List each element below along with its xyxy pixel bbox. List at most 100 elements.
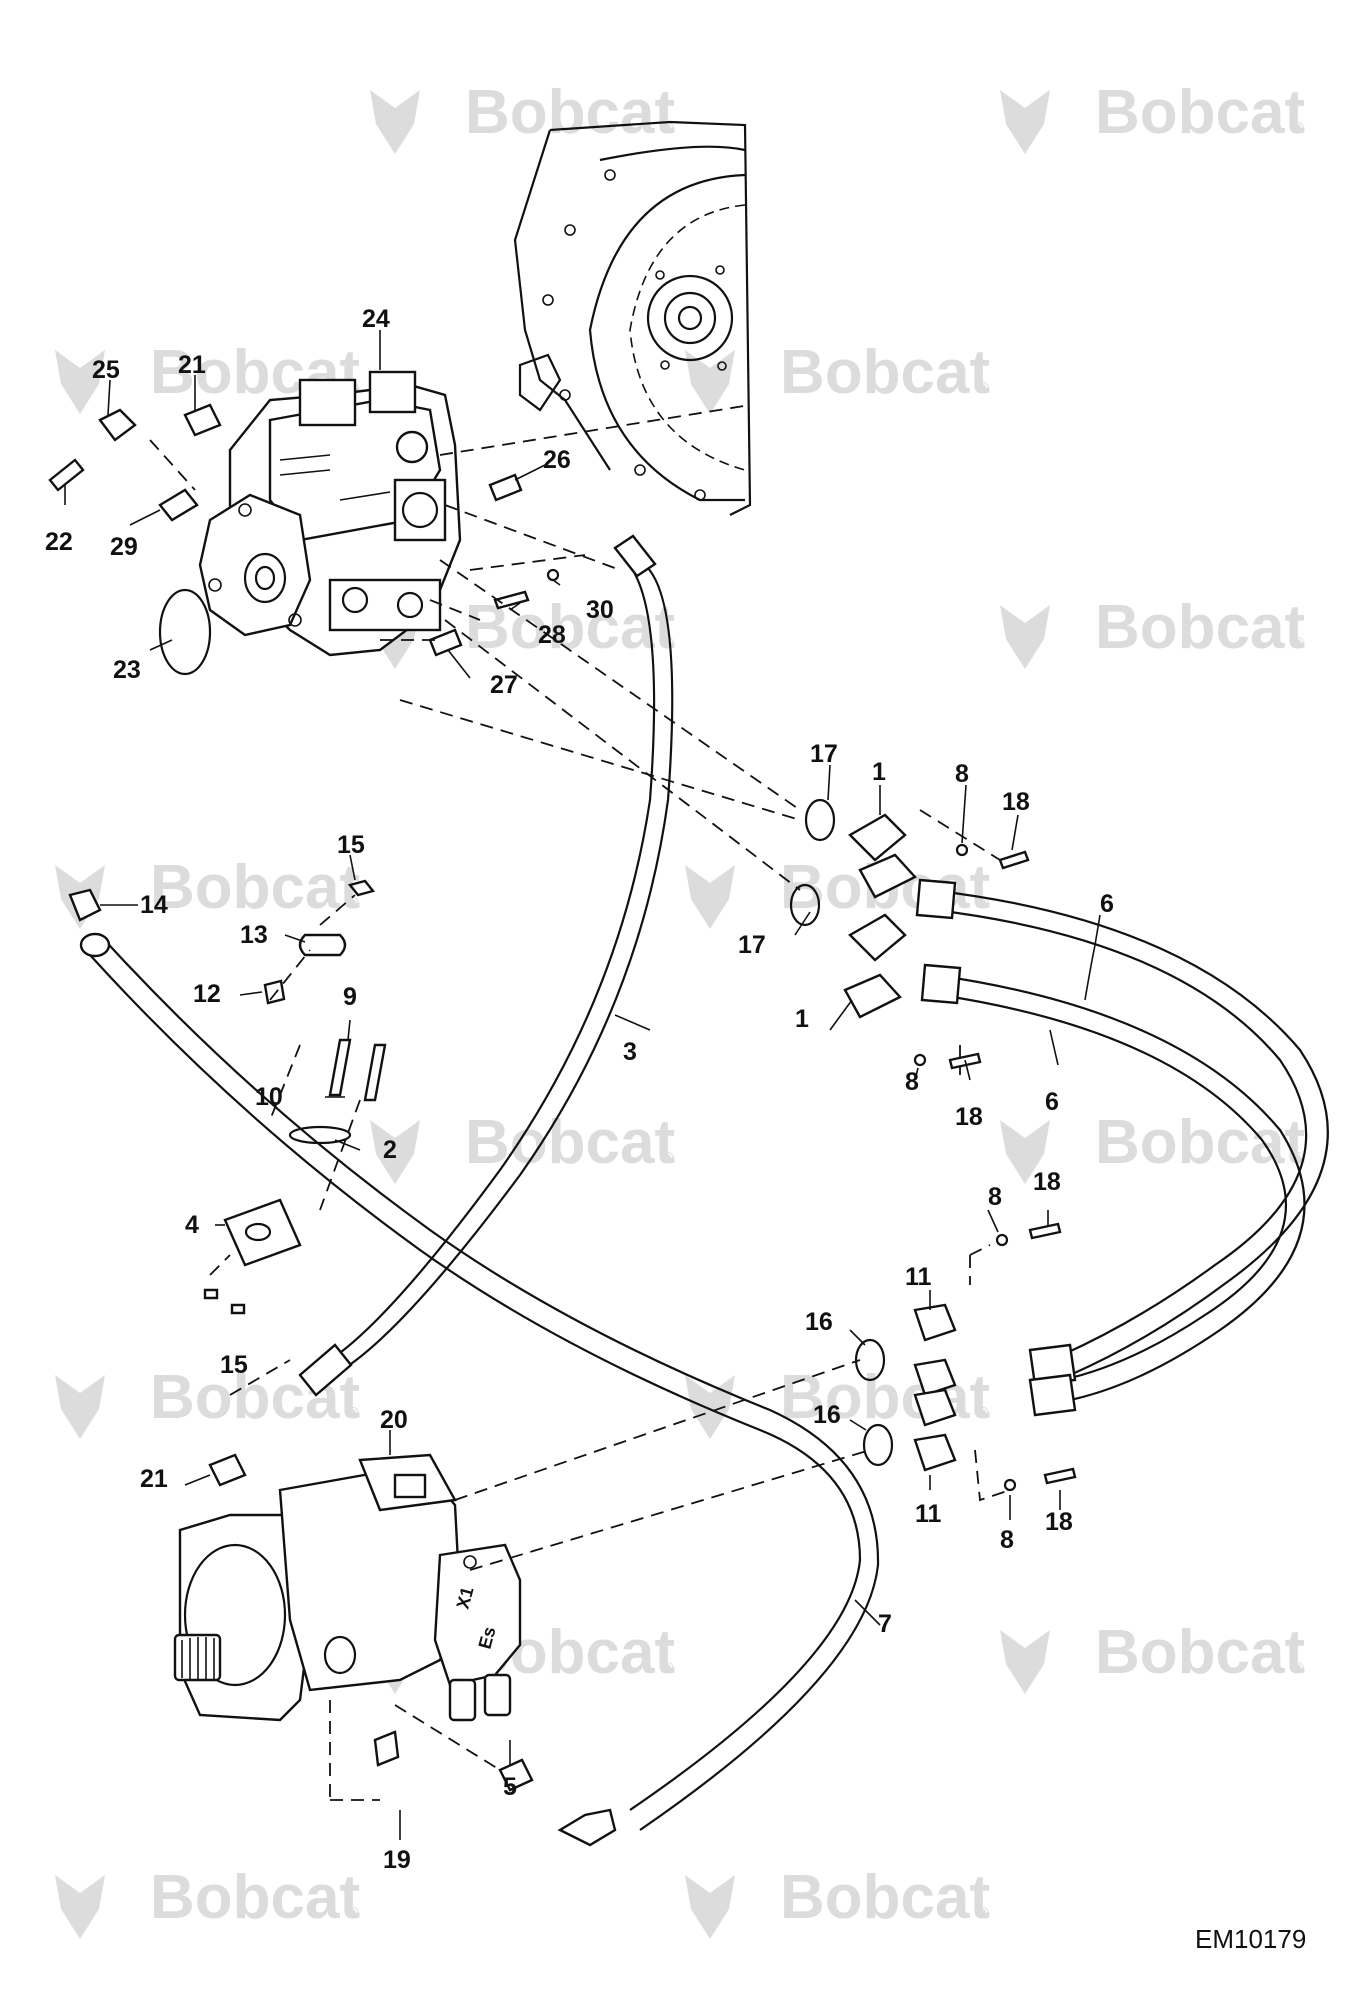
callout-18: 18	[1033, 1168, 1061, 1196]
callout-3: 3	[623, 1038, 637, 1066]
callout-9: 9	[343, 983, 357, 1011]
callout-labels: 17 1 8 18 6 17 1 8 18 6 8 18 11 16 16 11…	[45, 305, 1114, 1874]
bobcat-logo-icon	[1000, 1120, 1050, 1184]
callout-7: 7	[878, 1610, 892, 1638]
bobcat-logo-icon	[685, 865, 735, 929]
hoses	[79, 534, 1329, 1847]
svg-text:®: ®	[1292, 1660, 1304, 1677]
bobcat-logo-icon	[685, 1875, 735, 1939]
callout-14: 14	[140, 891, 168, 919]
callout-15: 15	[220, 1351, 248, 1379]
callout-18: 18	[1045, 1508, 1073, 1536]
svg-text:Bobcat: Bobcat	[1095, 1618, 1305, 1687]
callout-23: 23	[113, 656, 141, 684]
svg-text:®: ®	[1292, 635, 1304, 652]
callout-22: 22	[45, 528, 73, 556]
callout-25: 25	[92, 356, 120, 384]
bobcat-logo-icon	[55, 1375, 105, 1439]
callout-12: 12	[193, 980, 221, 1008]
callout-16: 16	[813, 1401, 841, 1429]
svg-text:Bobcat: Bobcat	[780, 1863, 990, 1932]
engine-flywheel-housing	[513, 120, 752, 516]
callout-24: 24	[362, 305, 390, 333]
callout-17: 17	[810, 740, 838, 768]
svg-text:®: ®	[977, 380, 989, 397]
callout-21: 21	[178, 351, 206, 379]
flange-parts	[789, 798, 1077, 1492]
bobcat-logo-icon	[1000, 1630, 1050, 1694]
svg-text:®: ®	[662, 635, 674, 652]
svg-text:®: ®	[347, 1905, 359, 1922]
svg-text:Bobcat: Bobcat	[780, 338, 990, 407]
bobcat-logo-icon	[1000, 90, 1050, 154]
callout-11: 11	[905, 1263, 932, 1291]
callout-13: 13	[240, 921, 268, 949]
svg-text:®: ®	[1292, 1150, 1304, 1167]
callout-26: 26	[543, 446, 571, 474]
svg-text:Bobcat: Bobcat	[1095, 78, 1305, 147]
watermark: Bobcat ®	[55, 853, 360, 929]
callout-17: 17	[738, 931, 766, 959]
bobcat-logo-icon	[55, 1875, 105, 1939]
svg-text:®: ®	[347, 1405, 359, 1422]
callout-1: 1	[872, 758, 886, 786]
watermark: Bobcat ®	[1000, 1618, 1305, 1694]
callout-15: 15	[337, 831, 365, 859]
bobcat-logo-icon	[370, 1120, 420, 1184]
watermark: Bobcat ®	[685, 1863, 990, 1939]
svg-text:Bobcat: Bobcat	[1095, 1108, 1305, 1177]
bobcat-logo-icon	[370, 90, 420, 154]
svg-text:®: ®	[977, 895, 989, 912]
svg-text:Bobcat: Bobcat	[1095, 593, 1305, 662]
callout-5: 5	[503, 1773, 517, 1801]
svg-text:Bobcat: Bobcat	[780, 1363, 990, 1432]
svg-text:®: ®	[977, 1405, 989, 1422]
svg-text:®: ®	[977, 1905, 989, 1922]
hydrostatic-pump	[198, 370, 462, 657]
watermark: Bobcat ®	[685, 338, 990, 414]
svg-text:®: ®	[347, 895, 359, 912]
callout-8: 8	[1000, 1526, 1014, 1554]
watermark: Bobcat ®	[1000, 78, 1305, 154]
svg-text:Bobcat: Bobcat	[465, 78, 675, 147]
watermark: Bobcat ®	[1000, 593, 1305, 669]
leader-lines	[64, 330, 1101, 1840]
callout-8: 8	[988, 1183, 1002, 1211]
svg-text:Bobcat: Bobcat	[150, 853, 360, 922]
callout-1: 1	[795, 1005, 809, 1033]
callout-8: 8	[905, 1068, 919, 1096]
hydrostatic-motor: X1 Es	[173, 1453, 522, 1722]
callout-27: 27	[490, 671, 518, 699]
callout-4: 4	[185, 1211, 199, 1239]
svg-text:®: ®	[662, 120, 674, 137]
callout-8: 8	[955, 760, 969, 788]
callout-2: 2	[383, 1136, 397, 1164]
watermark: Bobcat ®	[55, 1863, 360, 1939]
svg-text:®: ®	[1292, 120, 1304, 137]
svg-text:®: ®	[662, 1660, 674, 1677]
bobcat-logo-icon	[685, 350, 735, 414]
callout-21: 21	[140, 1465, 168, 1493]
callout-19: 19	[383, 1846, 411, 1874]
svg-text:Bobcat: Bobcat	[465, 1108, 675, 1177]
svg-text:®: ®	[662, 1150, 674, 1167]
callout-20: 20	[380, 1406, 408, 1434]
assembly-lines	[149, 404, 1011, 1801]
bobcat-logo-icon	[55, 350, 105, 414]
callout-6: 6	[1100, 890, 1114, 918]
watermark: Bobcat ®	[370, 78, 675, 154]
callout-29: 29	[110, 533, 138, 561]
bobcat-logo-icon	[1000, 605, 1050, 669]
callout-6: 6	[1045, 1088, 1059, 1116]
drawing-number: EM10179	[1195, 1924, 1306, 1954]
callout-18: 18	[1002, 788, 1030, 816]
callout-10: 10	[255, 1083, 283, 1111]
callout-11: 11	[915, 1500, 942, 1528]
callout-30: 30	[586, 596, 614, 624]
callout-28: 28	[538, 621, 566, 649]
svg-text:Bobcat: Bobcat	[150, 1863, 360, 1932]
watermark: Bobcat ®	[370, 1108, 675, 1184]
small-parts	[48, 403, 560, 1792]
callout-18: 18	[955, 1103, 983, 1131]
